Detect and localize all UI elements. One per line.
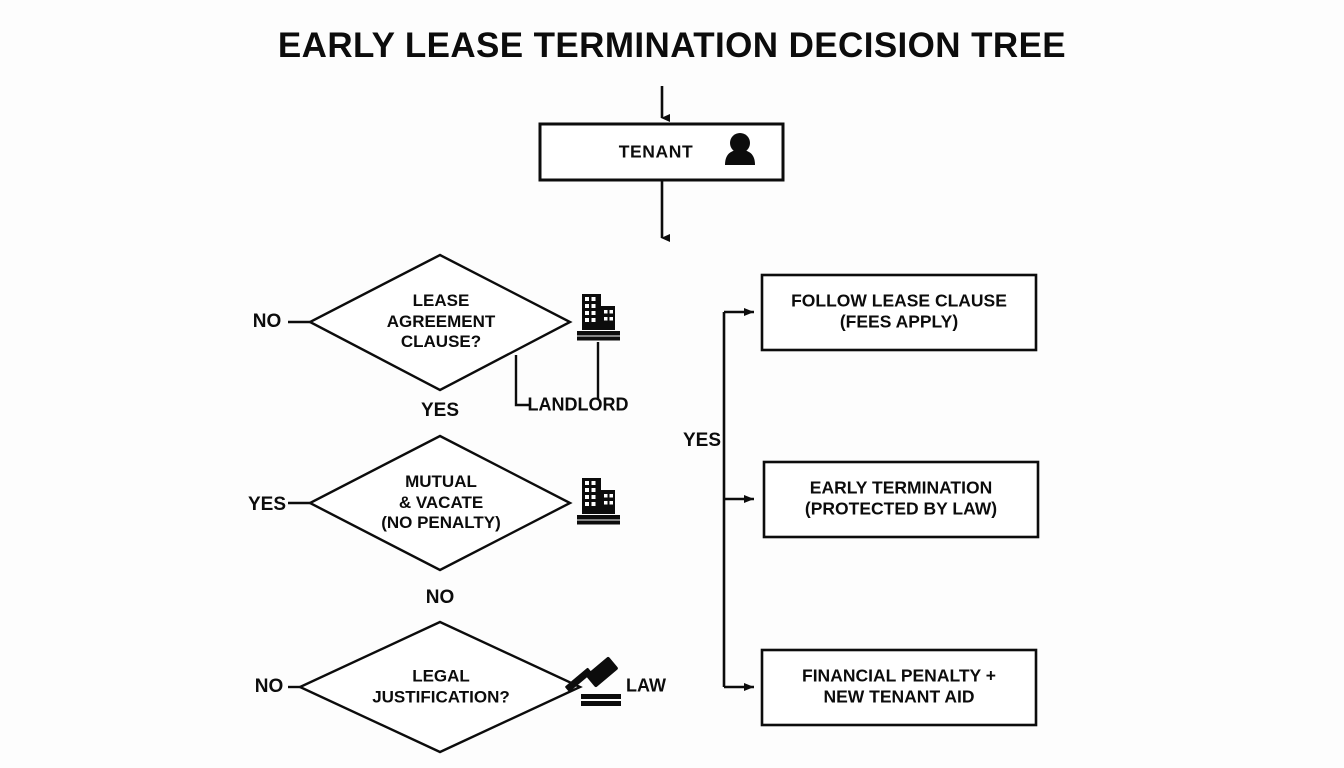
decision-1-label[interactable]: LEASE AGREEMENT CLAUSE? [386,290,496,352]
outcome-3-shape [760,648,1038,727]
decision-3-label[interactable]: LEGAL JUSTIFICATION? [372,666,510,706]
law-label: LAW [626,675,666,696]
decision-1-no-label: NO [252,311,282,332]
gavel-icon [565,657,621,706]
decision-2-yes-label: YES [247,494,287,515]
decision-2-no-label: NO [425,587,455,608]
decision-2-shape [307,434,573,572]
outcome-3-label[interactable]: FINANCIAL PENALTY + NEW TENANT AID [802,665,996,707]
landlord-label: LANDLORD [527,394,629,415]
tenant-label[interactable]: TENANT [618,141,694,162]
building-icon [577,294,620,341]
outcome-1-label[interactable]: FOLLOW LEASE CLAUSE (FEES APPLY) [791,290,1007,332]
page-title: EARLY LEASE TERMINATION DECISION TREE [277,26,1067,65]
decision-1-landlord-connector [514,355,530,407]
building-icon [577,478,620,525]
decision-1-shape [307,253,573,392]
outcome-2-shape [762,460,1040,539]
outcome-1-shape [760,273,1038,352]
decision-3-shape [297,620,583,754]
decision-3-no-label: NO [254,676,284,697]
decision-2-label[interactable]: MUTUAL & VACATE (NO PENALTY) [381,471,501,533]
trunk-yes-label: YES [682,430,722,451]
outcome-2-label[interactable]: EARLY TERMINATION (PROTECTED BY LAW) [804,477,998,519]
person-icon [725,133,755,165]
decision-1-yes-label: YES [420,400,460,421]
